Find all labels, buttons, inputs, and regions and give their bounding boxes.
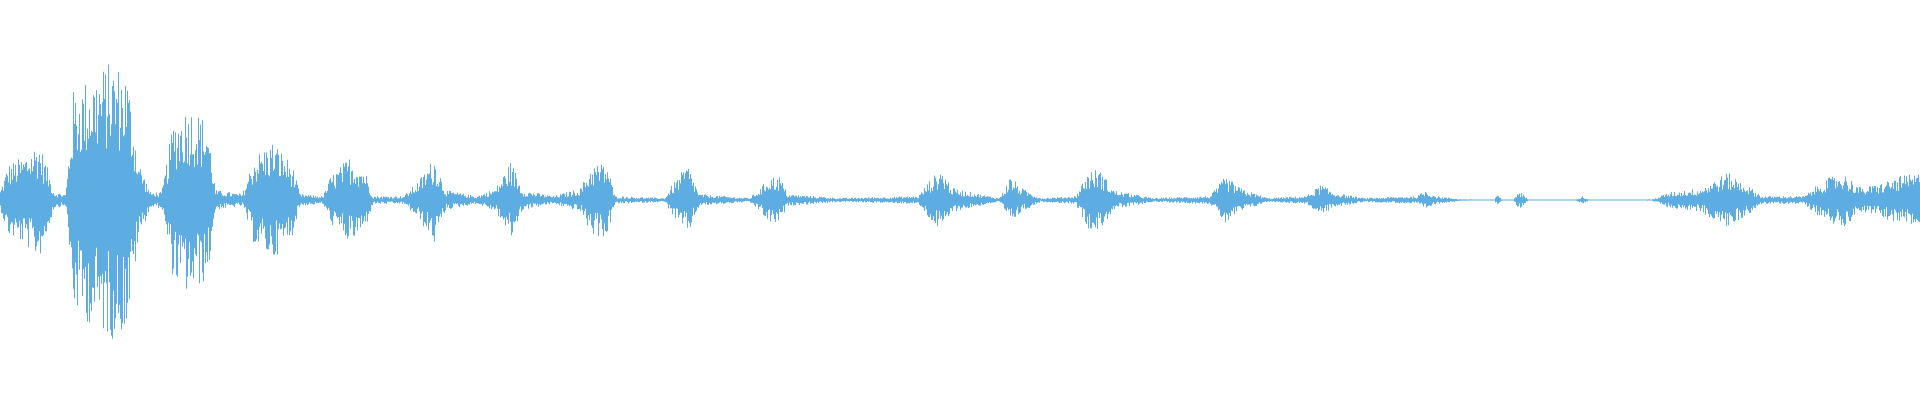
waveform-samples [0, 64, 1920, 339]
waveform-trace [0, 64, 1920, 339]
